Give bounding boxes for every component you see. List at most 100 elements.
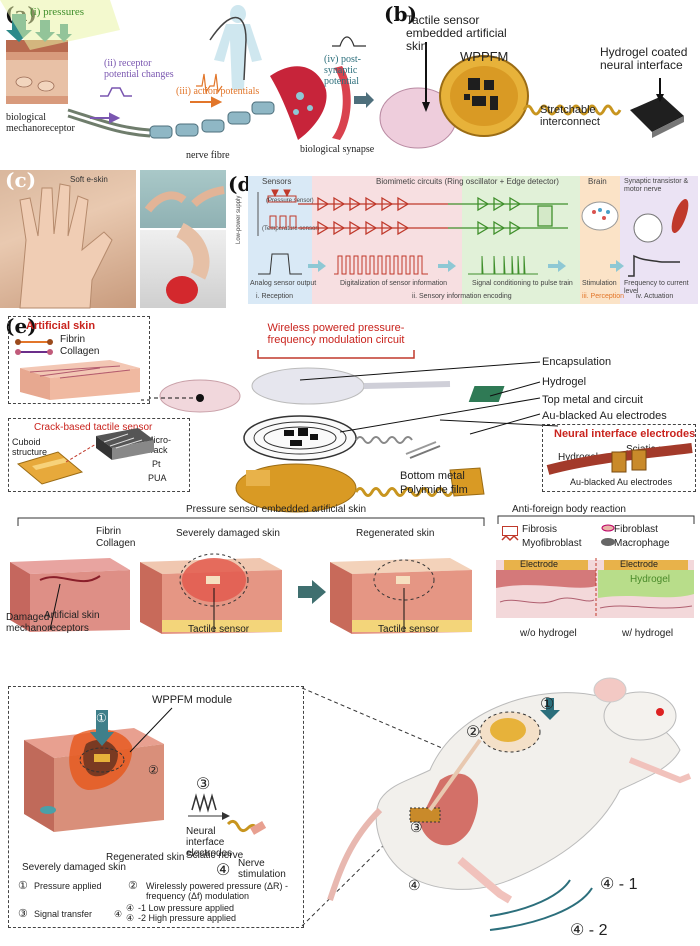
legend-pressure: Pressure applied (34, 881, 102, 891)
body-head (230, 5, 246, 23)
e-top-metal: Top metal and circuit (542, 394, 643, 406)
label-soft-eskin: Soft e-skin (70, 175, 108, 184)
transition-arrow (298, 580, 326, 604)
ring-oscillator-bottom (298, 220, 448, 236)
e-fibrin2: Fibrin (96, 526, 122, 537)
d-temperature-sensor: (Temperature sensor) (262, 226, 320, 232)
d-bg-brain (580, 176, 620, 304)
digital-wave (334, 255, 428, 275)
nerve-cuff-illustration (546, 443, 693, 475)
mid-circle-2: ② (148, 763, 159, 777)
d-ii-encoding: ii. Sensory information encoding (412, 293, 512, 300)
action-wave (196, 73, 223, 94)
e-polyimide: Polyimide film (400, 484, 468, 496)
ring-oscillator-top (298, 196, 448, 212)
legend-wireless: Wirelessly powered pressure (ΔR) -freque… (146, 881, 289, 901)
receptor-arrow-icon (90, 112, 121, 124)
e-damaged: Damaged mechanoreceptors (6, 612, 89, 634)
vesicles (293, 92, 313, 115)
wppfm-pointer (129, 707, 173, 753)
fibrosis-swatch (502, 526, 518, 536)
e-wireless-title: Wireless powered pressure-frequency modu… (267, 322, 405, 347)
hydrogel-layer-shape (598, 570, 694, 598)
rat-head (603, 691, 677, 741)
e-neural-electrodes: Neural interface electrodes (186, 826, 233, 859)
bottom-interconnect (354, 487, 454, 497)
d-iv-actuation: iv. Actuation (636, 293, 674, 300)
artificial-skin-box (8, 316, 150, 404)
e-regenerated: Regenerated skin (356, 528, 435, 539)
top-metal-interconnect (355, 436, 413, 444)
electrode-pad (449, 467, 485, 497)
label-hydrogel-interface: Hydrogel coated neural interface (600, 45, 688, 73)
e-hydrogel: Hydrogel (542, 376, 587, 388)
panel-b-label: (b) (384, 2, 417, 26)
e-regenerated2: Regenerated skin (106, 852, 185, 863)
e-wo-hydrogel: w/o hydrogel (520, 628, 577, 639)
d-frequency: Frequency to current level (624, 280, 689, 295)
rat-label-4-1: ④ - 1 (600, 876, 638, 893)
rat-circle-3: ③ (410, 819, 423, 835)
d-biomimetic: Biomimetic circuits (Ring oscillator + E… (376, 177, 559, 186)
d-brain: Brain (588, 177, 607, 186)
fingers-illustration (144, 186, 225, 213)
electrode-right (604, 560, 688, 570)
legend-circle-4b: ④ (126, 913, 135, 923)
macrophage-icon (601, 538, 615, 546)
tactile-sensor-mark (206, 576, 220, 584)
e-w-hydrogel: w/ hydrogel (622, 628, 674, 639)
neural-interface-box (542, 424, 696, 492)
legend-circle-3: ③ (18, 908, 28, 920)
top-metal-layer (243, 415, 357, 461)
rat-tail (327, 807, 383, 901)
e-myofibroblast: Myofibroblast (522, 538, 582, 549)
e-hydrogel-layer: Hydrogel (630, 574, 671, 585)
label-nerve-fibre: nerve fibre (186, 150, 230, 161)
e-fibroblast: Fibroblast (614, 524, 658, 535)
hydrogel-block (468, 386, 505, 402)
electrode-left (504, 560, 588, 570)
e-fibrosis: Fibrosis (522, 524, 558, 535)
d-digitalization: Digitalization of sensor information (340, 280, 447, 287)
e-electrode2: Electrode (620, 559, 659, 569)
pressure-arrow-rat-icon (540, 698, 560, 720)
mid-bracket (17, 517, 485, 526)
e-electrode1: Electrode (520, 559, 559, 569)
rat-circle-2: ② (466, 724, 481, 741)
body-silhouette (214, 24, 262, 90)
e-hydrogel-small: Hydrogel (558, 452, 599, 463)
mid-circle-1: ① (96, 711, 107, 725)
panel-d-circuits (257, 189, 689, 277)
crack-sensor-box (8, 418, 190, 492)
anti-bracket (497, 515, 695, 524)
d-sensors: Sensors (262, 177, 292, 186)
legend-low: -1 Low pressure applied (138, 903, 235, 913)
skin-dermis (6, 60, 68, 96)
d-iii-perception: iii. Perception (582, 293, 625, 300)
legend-circle-4a: ④ (126, 903, 135, 913)
e-anti-foreign: Anti-foreign body reaction (512, 504, 626, 515)
panel-b-illustration (379, 42, 684, 149)
e-neural-interface: Neural interface electrodes (554, 428, 696, 440)
label-postsynaptic: (iv) post-synaptic potential (324, 54, 361, 87)
panel-a-illustration (0, 0, 374, 140)
postsyn-wave (332, 36, 366, 47)
mechanoreceptor-cells (15, 76, 55, 92)
synapse-postsyn (332, 66, 351, 140)
e-microcrack: Micro-crack (146, 435, 171, 455)
e-collagen2: Collagen (96, 538, 136, 549)
skin-blocks (10, 553, 472, 634)
label-receptor: (ii) receptor potential changes (104, 58, 174, 80)
e-pt: Pt (152, 459, 161, 469)
wppfm-module-box (8, 686, 304, 928)
e-collagen: Collagen (60, 346, 100, 357)
legend-circle-1: ① (18, 880, 28, 892)
panel-e-label: (e) (5, 314, 37, 338)
mid-circle-3: ③ (196, 776, 211, 793)
legend-signal: Signal transfer (34, 909, 93, 919)
rat-motion-arcs (489, 879, 571, 917)
d-bg-conditioning (462, 176, 580, 304)
e-macrophage: Macrophage (614, 538, 670, 549)
analog-wave (258, 253, 302, 275)
artificial-skin-block (15, 339, 140, 400)
